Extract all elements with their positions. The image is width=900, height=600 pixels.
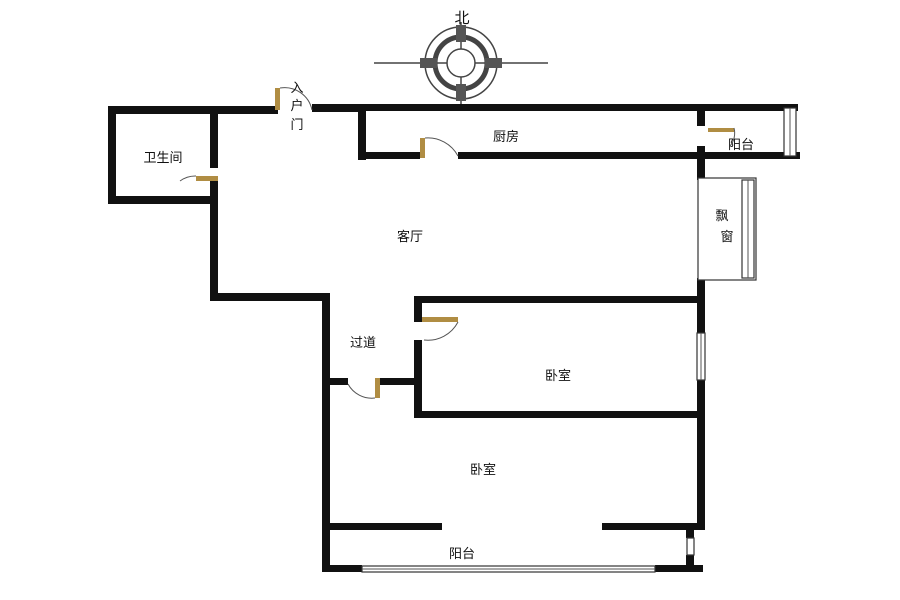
- entrance-label-2: 户: [290, 98, 303, 114]
- living-room-label: 客厅: [397, 229, 423, 245]
- compass-icon: [374, 22, 548, 104]
- bay-window-label-2: 窗: [720, 229, 733, 245]
- doors: [179, 87, 736, 399]
- balcony-south-label: 阳台: [449, 547, 475, 562]
- compass-north-label: 北: [454, 9, 469, 27]
- bedroom-2-label: 卧室: [470, 462, 496, 478]
- windows: [361, 107, 797, 573]
- corridor-label: 过道: [350, 336, 376, 351]
- balcony-north-label: 阳台: [728, 138, 754, 153]
- entrance-label-1: 入: [290, 81, 303, 96]
- entrance-label-3: 门: [290, 118, 303, 133]
- walls: [108, 104, 800, 572]
- kitchen-label: 厨房: [493, 129, 519, 145]
- bay-window-label-1: 飘: [715, 209, 728, 224]
- bathroom-label: 卫生间: [143, 151, 182, 166]
- bedroom-1-label: 卧室: [545, 368, 571, 384]
